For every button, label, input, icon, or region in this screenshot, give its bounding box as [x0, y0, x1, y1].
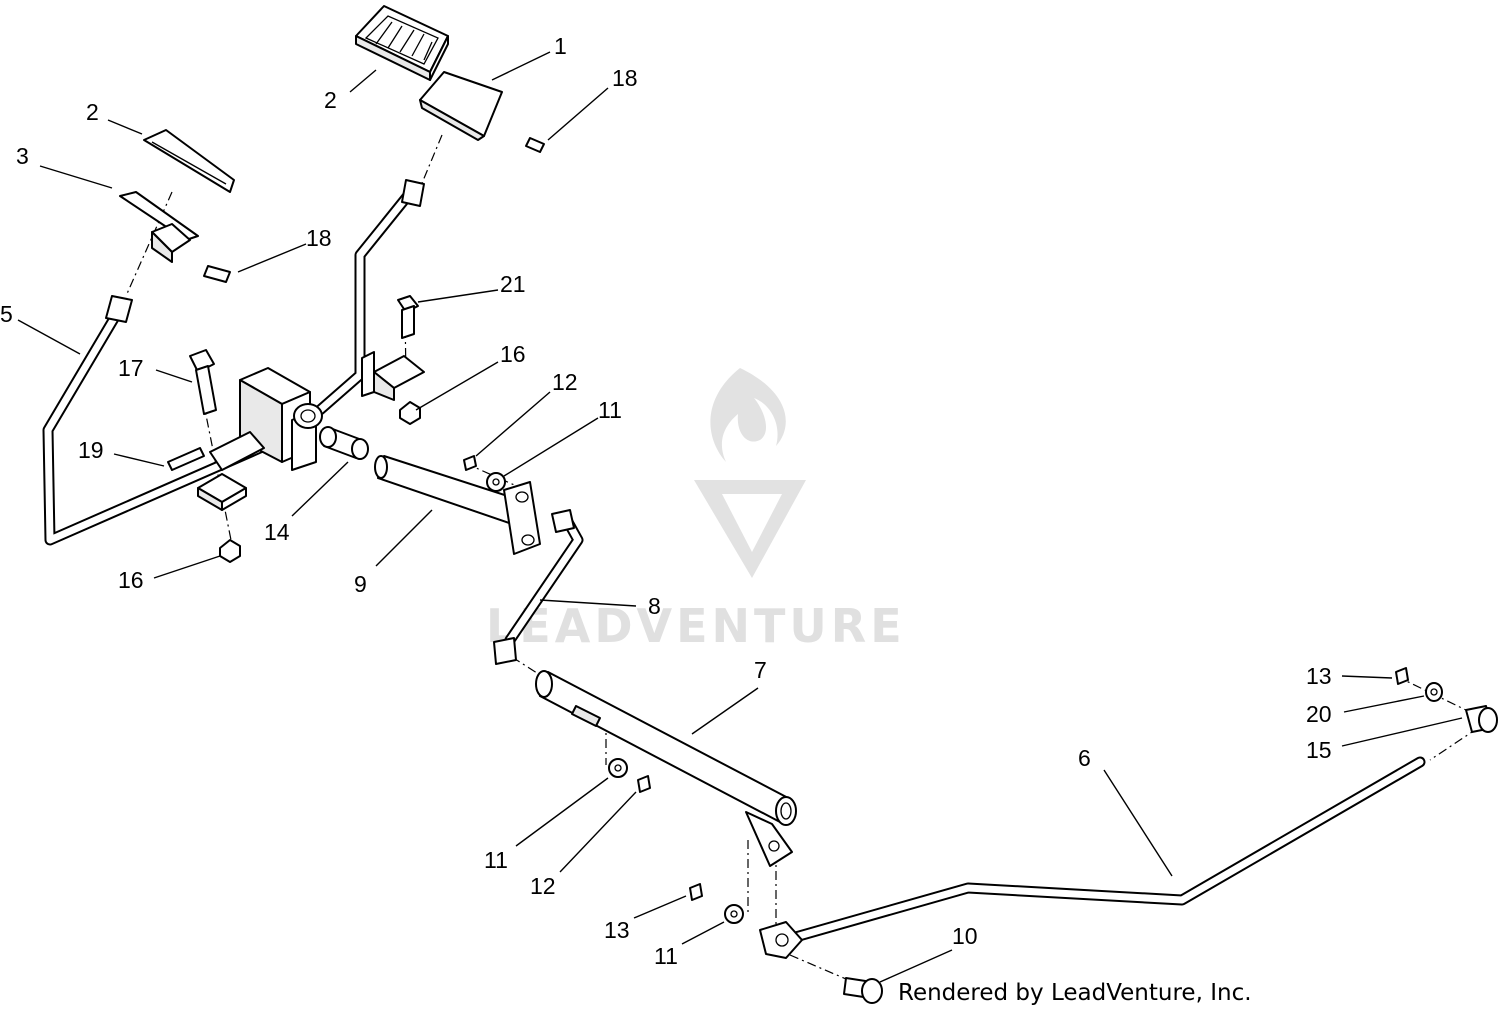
callout-20: 20: [1306, 701, 1332, 727]
plate-bracket: [197, 473, 247, 511]
part-16-nut-lower: [219, 539, 241, 563]
callout-3: 3: [16, 143, 29, 169]
part-2-pedal-pad-top: [355, 5, 449, 81]
part-11-washer-mid: [608, 758, 628, 778]
watermark-text: LEADVENTURE: [486, 599, 906, 653]
render-credit: Rendered by LeadVenture, Inc.: [898, 980, 1252, 1006]
part-18-pin-left: [203, 265, 231, 283]
part-21-bolt: [397, 295, 419, 339]
callout-2-left: 2: [86, 99, 99, 125]
part-14-bushing: [319, 426, 369, 460]
part-5-pedal-rod: [42, 295, 266, 546]
watermark-logo: LEADVENTURE: [486, 368, 906, 653]
callout-11-low: 11: [654, 943, 678, 969]
callout-11-mid: 11: [484, 847, 508, 873]
part-1-pedal: [419, 71, 503, 141]
upper-pedal-arm: [314, 179, 425, 416]
alignment-lines: [125, 134, 1479, 986]
part-20-washer: [1425, 682, 1443, 702]
part-8-link-rod: [493, 509, 584, 665]
part-13-clip-right: [1395, 667, 1409, 685]
callout-5: 5: [0, 301, 13, 327]
callout-6: 6: [1078, 745, 1091, 771]
part-19-pin: [167, 447, 205, 471]
callout-16-lower: 16: [118, 567, 144, 593]
part-15-cap: [1465, 705, 1498, 733]
callout-17: 17: [118, 355, 144, 381]
part-2-pedal-pad-left: [143, 129, 235, 193]
watermark-flame-icon: [710, 368, 786, 462]
part-12-clip-upper: [463, 455, 477, 471]
callout-19: 19: [78, 437, 104, 463]
callout-18-left: 18: [306, 225, 332, 251]
part-12-clip-mid: [637, 775, 651, 793]
upper-bracket: [361, 351, 425, 401]
callout-13-right: 13: [1306, 663, 1332, 689]
callout-2-top: 2: [324, 87, 337, 113]
callout-12-mid: 12: [530, 873, 556, 899]
callout-8: 8: [648, 593, 661, 619]
part-17-bolt: [189, 349, 217, 415]
callout-9: 9: [354, 571, 367, 597]
part-7-tube: [535, 670, 797, 867]
callout-12-upper: 12: [552, 369, 578, 395]
callout-7: 7: [754, 657, 767, 683]
callout-13-low: 13: [604, 917, 630, 943]
part-13-clip-low: [689, 883, 703, 901]
part-11-washer-upper: [486, 472, 506, 492]
callout-1: 1: [554, 33, 567, 59]
part-10-pin: [843, 977, 883, 1004]
callout-11-upper: 11: [598, 397, 622, 423]
callout-21: 21: [500, 271, 526, 297]
watermark-v-icon: [694, 480, 806, 578]
callout-15: 15: [1306, 737, 1332, 763]
pivot-bracket: [209, 367, 323, 471]
pedal-socket: [151, 223, 191, 263]
callout-18-upper: 18: [612, 65, 638, 91]
part-6-long-rod: [759, 756, 1426, 959]
callout-16-upper: 16: [500, 341, 526, 367]
part-3-plate: [119, 191, 199, 241]
callouts: 1 2 2 3 5 18 18 21 16 16 17 19 12 11 14 …: [0, 33, 1332, 969]
part-11-washer-low: [724, 904, 744, 924]
leader-lines: [17, 51, 1463, 983]
part-16-nut-upper: [399, 401, 421, 425]
callout-10: 10: [952, 923, 978, 949]
part-9-shaft: [374, 455, 541, 555]
callout-14: 14: [264, 519, 290, 545]
part-18-pin-upper: [525, 137, 545, 153]
